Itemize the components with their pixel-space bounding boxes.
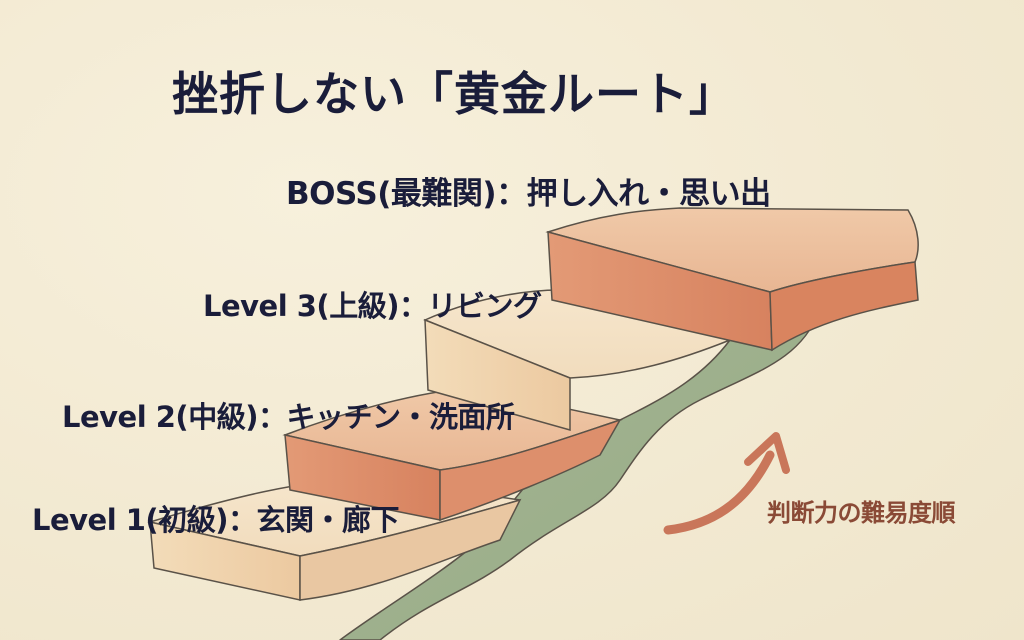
level-label-2: Level 2(中級)：キッチン・洗面所: [62, 400, 515, 434]
level-label-1: Level 1(初級)：玄関・廊下: [32, 503, 399, 537]
step-boss: [545, 207, 919, 352]
difficulty-arrow-icon: [663, 432, 790, 535]
page-title: 挫折しない「黄金ルート」: [172, 67, 736, 121]
level-label-3: Level 3(上級)：リビング: [203, 289, 542, 323]
difficulty-order-note: 判断力の難易度順: [767, 499, 956, 527]
step-level3: [423, 289, 733, 431]
level-label-boss: BOSS(最難関)：押し入れ・思い出: [286, 176, 771, 212]
